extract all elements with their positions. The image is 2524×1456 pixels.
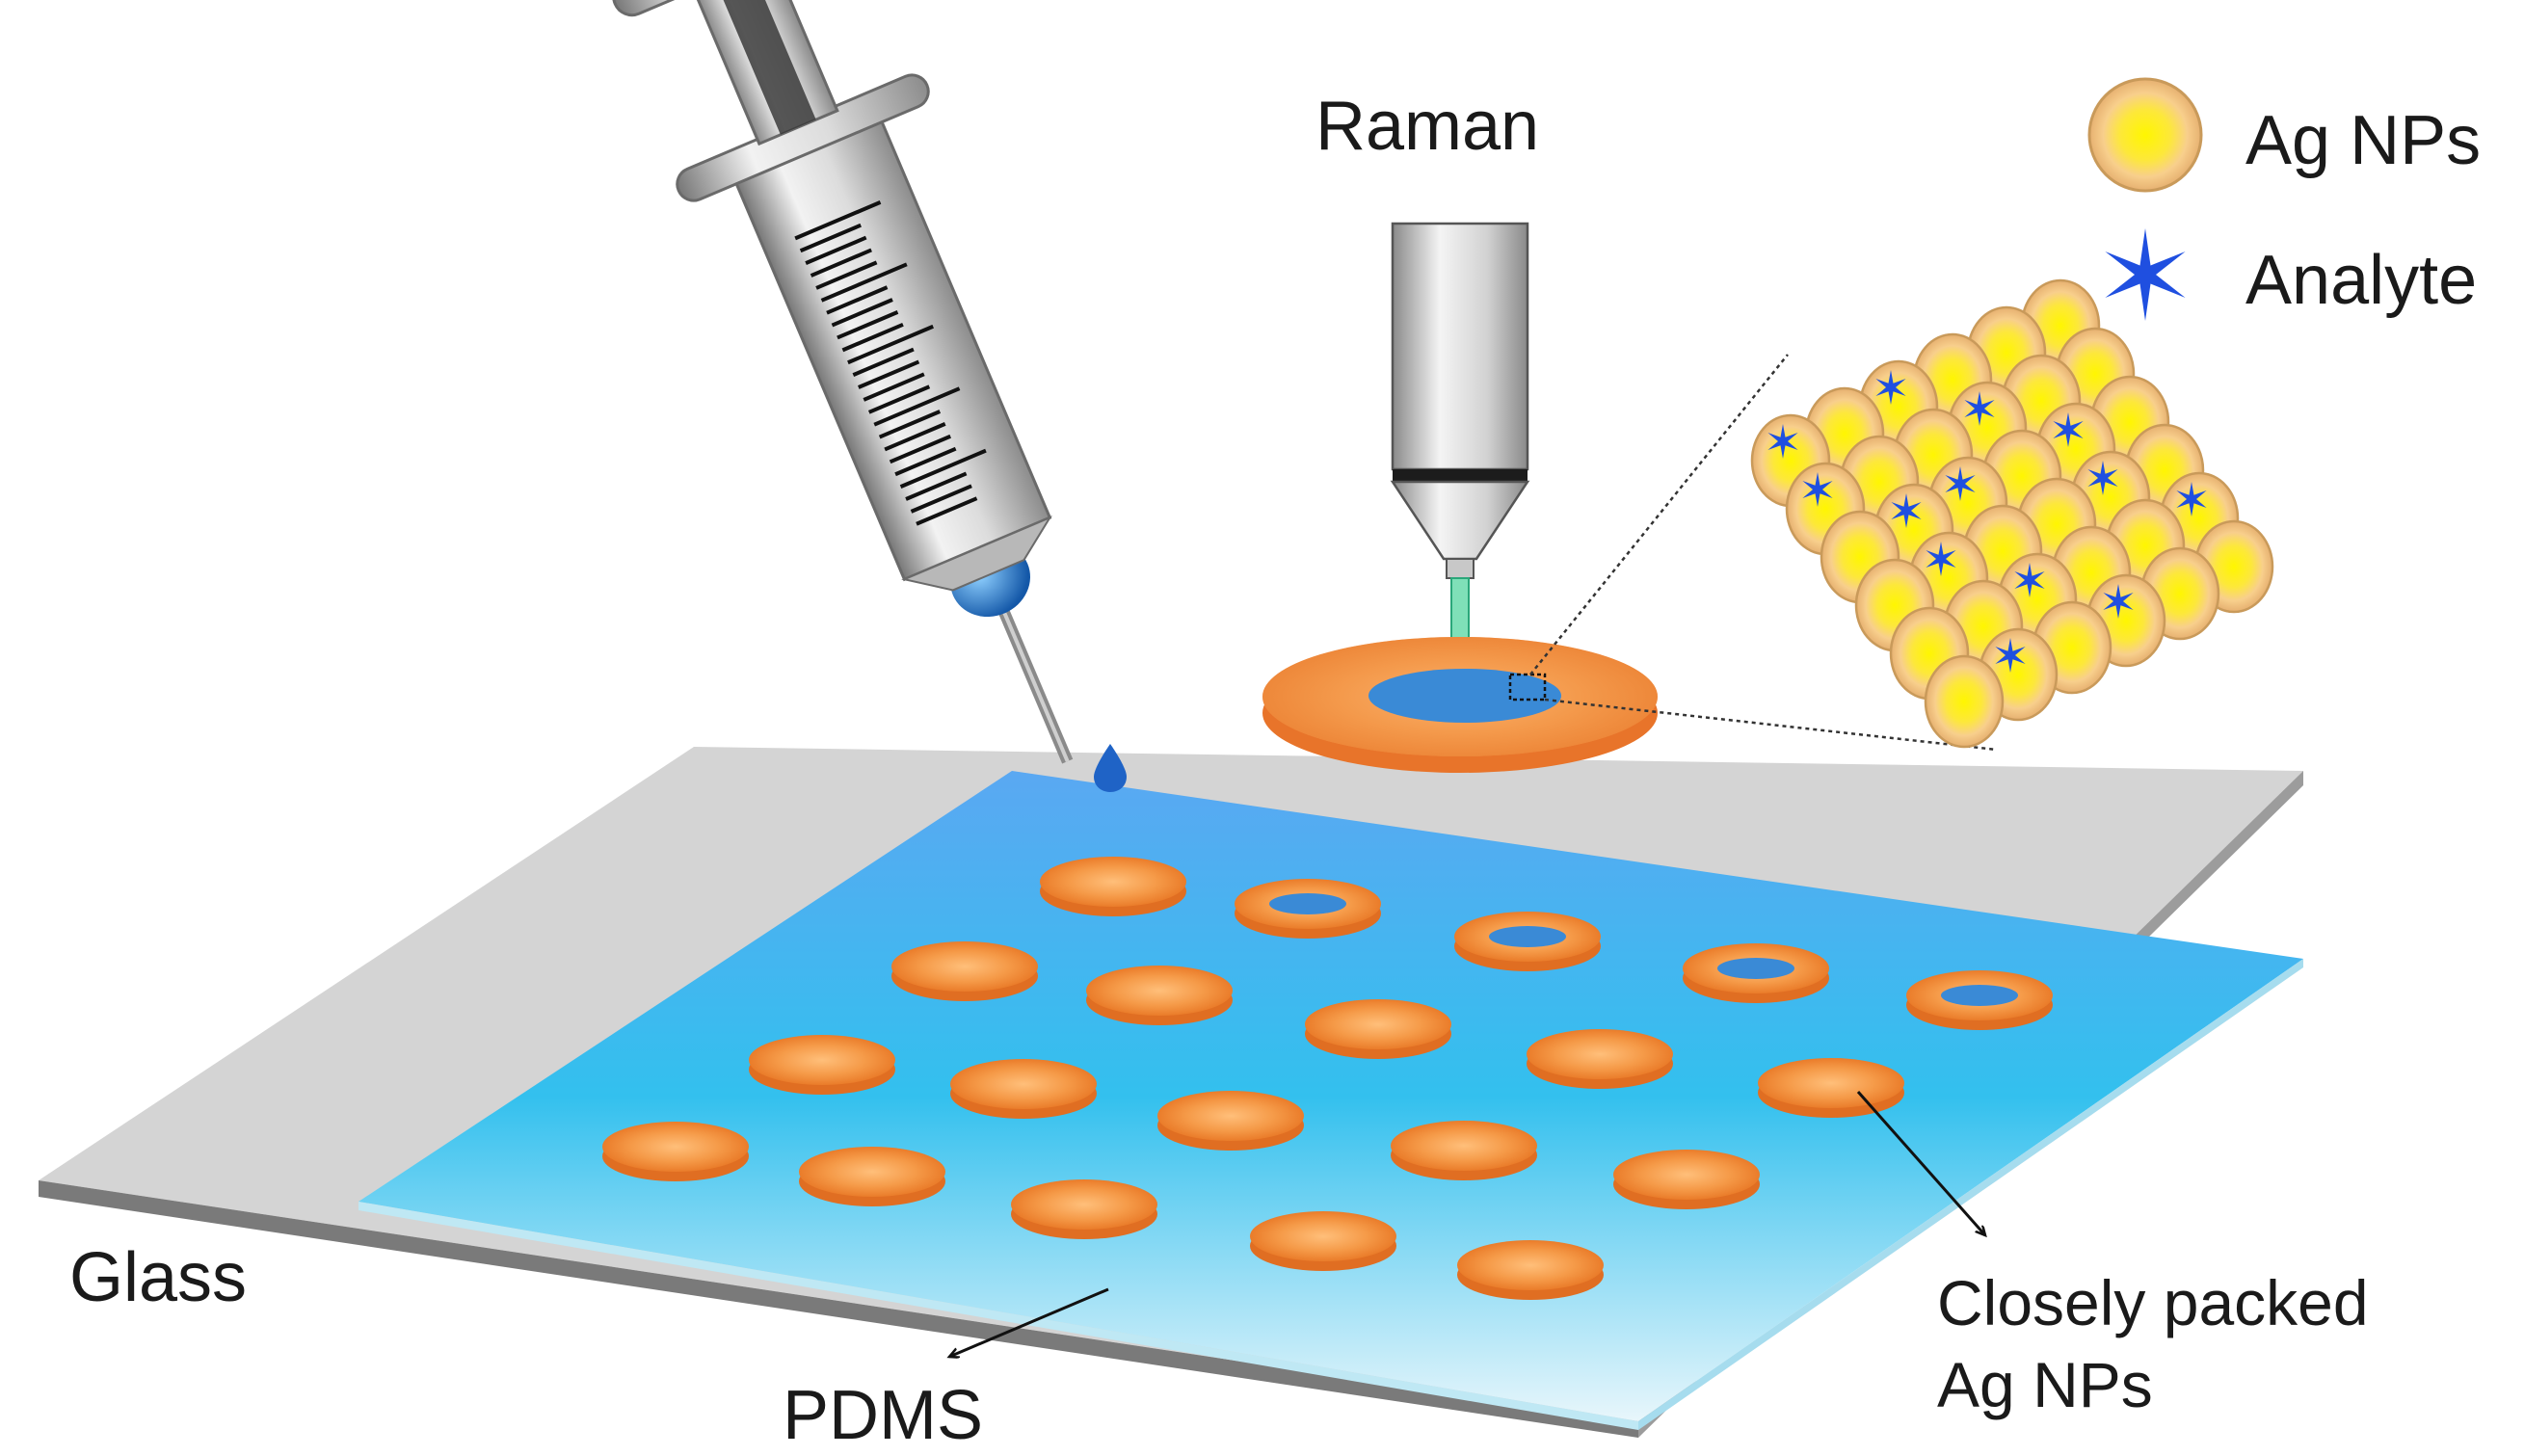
- pdms-disc: [1906, 970, 2053, 1030]
- syringe-icon: [612, 0, 1074, 764]
- syringe-graduation: [841, 322, 904, 353]
- analyte-star: [2053, 412, 2084, 447]
- raman-objective-icon: [1390, 222, 1530, 675]
- syringe-graduation: [826, 285, 889, 315]
- syringe-graduation: [837, 310, 899, 340]
- syringe-graduation: [873, 386, 961, 427]
- syringe-graduation: [794, 200, 882, 241]
- analyte-star: [1891, 493, 1922, 528]
- glass-label: Glass: [69, 1239, 247, 1316]
- disc-analyte-spot: [1717, 958, 1794, 979]
- disc-analyte-spot: [1489, 926, 1566, 947]
- analyte-star: [2087, 461, 2118, 495]
- analyte-star: [1767, 424, 1798, 459]
- analyte-star: [2103, 584, 2134, 619]
- analyte-star: [1802, 472, 1833, 507]
- pdms-disc: [1454, 912, 1601, 971]
- syringe-graduation: [867, 384, 931, 414]
- pdms-disc: [1250, 1211, 1396, 1271]
- closely-packed-label: Closely packed: [1937, 1267, 2369, 1338]
- nanoparticle-cluster: [1750, 278, 2274, 749]
- analyte-star: [1926, 542, 1956, 576]
- raman-label: Raman: [1315, 88, 1539, 165]
- ag-nanoparticle-icon: [2087, 77, 2203, 193]
- syringe-graduation: [815, 260, 878, 290]
- pdms-disc: [1040, 857, 1186, 916]
- legend-label-analyte: Analyte: [2245, 242, 2477, 319]
- legend: Ag NPs Analyte: [2087, 77, 2481, 321]
- syringe-graduation: [805, 235, 867, 265]
- syringe-graduation: [878, 410, 942, 439]
- pdms-layer: [359, 771, 2303, 1430]
- pdms-disc: [1683, 943, 1829, 1003]
- pdms-disc-array: [602, 857, 2053, 1300]
- analyte-star: [1945, 466, 1976, 501]
- zoom-connector: [1529, 354, 1998, 752]
- syringe-graduation: [910, 484, 972, 514]
- legend-label-ag-nps: Ag NPs: [2245, 102, 2481, 179]
- syringe-graduation: [863, 372, 925, 402]
- pdms-disc: [1011, 1179, 1157, 1239]
- analyte-star: [2176, 482, 2207, 516]
- syringe-graduation: [810, 248, 872, 278]
- analyte-star: [1875, 370, 1906, 405]
- pdms-disc: [1527, 1029, 1673, 1089]
- syringe-graduation: [916, 496, 978, 526]
- star-analyte-icon: [2105, 228, 2186, 321]
- disc-analyte-spot: [1269, 893, 1346, 914]
- droplet-icon: [1094, 744, 1127, 792]
- pdms-disc: [1391, 1121, 1537, 1180]
- syringe-graduation: [894, 446, 957, 477]
- pdms-disc: [749, 1035, 895, 1095]
- pdms-disc: [891, 941, 1038, 1001]
- sample-disc: [1262, 637, 1658, 773]
- syringe-graduation: [852, 347, 915, 377]
- pdms-label: PDMS: [783, 1377, 983, 1454]
- syringe-graduation: [858, 359, 920, 389]
- pdms-arrow: [949, 1287, 1109, 1357]
- syringe-graduation: [884, 422, 946, 452]
- analyte-star: [2014, 563, 2045, 597]
- analyte-spot: [1368, 669, 1561, 723]
- pdms-disc: [950, 1059, 1097, 1119]
- pdms-disc: [1157, 1091, 1304, 1151]
- closely-packed-arrow: [1856, 1091, 1985, 1235]
- pointer-arrows: [949, 1091, 1985, 1357]
- syringe-graduation: [831, 298, 893, 328]
- analyte-star: [1995, 638, 2026, 673]
- syringe-graduation: [799, 223, 862, 253]
- pdms-disc: [1086, 966, 1233, 1025]
- syringe-graduation: [820, 262, 908, 303]
- pdms-disc: [1758, 1058, 1904, 1118]
- syringe-graduation: [905, 471, 968, 501]
- ag-nanoparticle: [1924, 654, 2005, 749]
- pdms-disc: [1613, 1150, 1760, 1209]
- pdms-disc: [1235, 879, 1381, 939]
- syringe-graduation: [847, 324, 935, 365]
- pdms-disc: [602, 1122, 749, 1181]
- disc-analyte-spot: [1941, 985, 2018, 1006]
- ag-nps-label: Ag NPs: [1937, 1349, 2153, 1420]
- syringe-graduation: [889, 434, 951, 464]
- pdms-disc: [1457, 1240, 1604, 1300]
- pdms-disc: [1305, 999, 1451, 1059]
- analyte-star: [1964, 391, 1995, 426]
- syringe-graduation: [899, 448, 987, 489]
- pdms-disc: [799, 1147, 945, 1206]
- zoom-region: [1508, 673, 1547, 702]
